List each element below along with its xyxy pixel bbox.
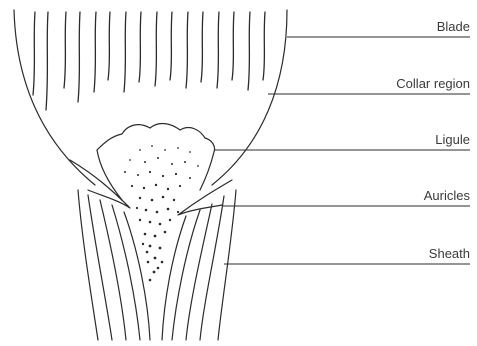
collar-region-label: Collar region	[396, 76, 470, 91]
blade-illustration	[14, 10, 287, 185]
auricles-illustration	[70, 160, 232, 215]
sheath-label: Sheath	[429, 246, 470, 261]
blade-veins	[33, 12, 265, 110]
auricles-label: Auricles	[424, 188, 471, 203]
ligule-label: Ligule	[435, 132, 470, 147]
blade-label: Blade	[437, 19, 470, 34]
ligule-stipple	[124, 145, 199, 281]
